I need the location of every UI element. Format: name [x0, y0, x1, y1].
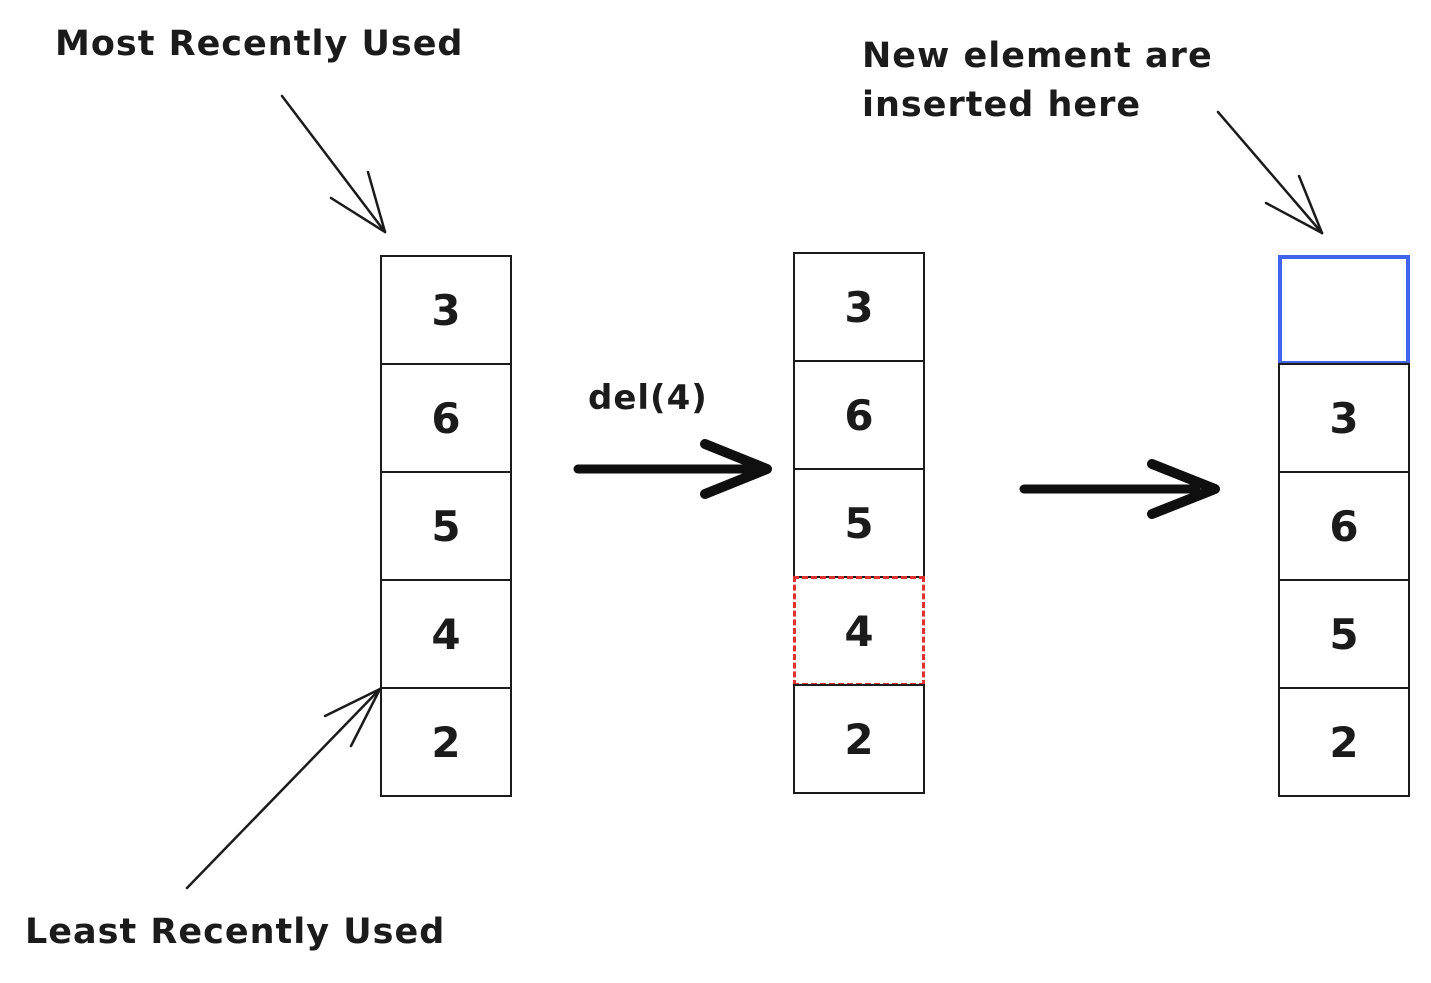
- stack-cell: 6: [1278, 471, 1410, 581]
- stack-after-insert: 3 6 5 2: [1278, 255, 1410, 797]
- label-new-element-line1: New element are: [862, 36, 1213, 76]
- stack-initial: 3 6 5 4 2: [380, 255, 512, 797]
- lru-arrow: [185, 687, 382, 890]
- stack-cell: 6: [793, 360, 925, 470]
- mru-arrow: [280, 94, 387, 234]
- transition-arrow: [1019, 459, 1220, 519]
- insert-arrow: [1216, 110, 1324, 235]
- stack-cell: 2: [380, 687, 512, 797]
- label-operation-del4: del(4): [588, 378, 708, 418]
- label-new-element-line2: inserted here: [862, 85, 1142, 125]
- deleted-cell: 4: [793, 576, 925, 686]
- stack-cell: 2: [793, 684, 925, 794]
- stack-cell: 3: [793, 252, 925, 362]
- label-least-recently-used: Least Recently Used: [25, 912, 446, 952]
- delete-arrow: [573, 439, 772, 499]
- stack-cell: 2: [1278, 687, 1410, 797]
- stack-cell: 5: [793, 468, 925, 578]
- label-most-recently-used: Most Recently Used: [55, 24, 464, 64]
- stack-cell: 5: [1278, 579, 1410, 689]
- stack-cell: 6: [380, 363, 512, 473]
- stack-cell: 3: [380, 255, 512, 365]
- stack-after-delete: 3 6 5 4 2: [793, 252, 925, 794]
- stack-cell: 3: [1278, 363, 1410, 473]
- stack-cell: 4: [380, 579, 512, 689]
- label-new-element: New element are inserted here: [862, 32, 1213, 130]
- stack-cell: 5: [380, 471, 512, 581]
- insert-slot-cell: [1278, 255, 1410, 365]
